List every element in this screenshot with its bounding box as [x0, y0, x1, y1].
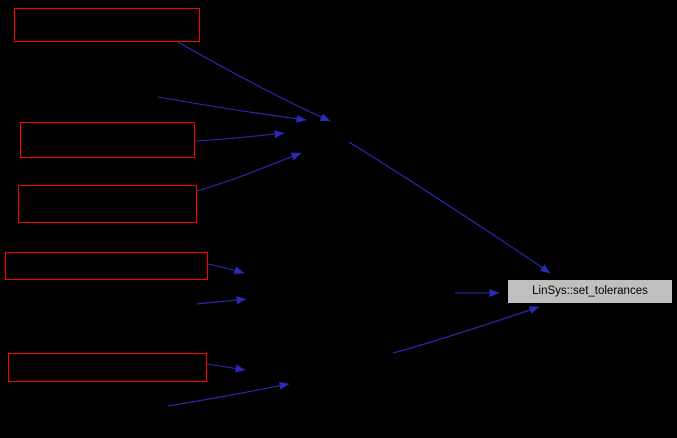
edge-bottom-to-hub3	[167, 381, 290, 407]
caller-node-5[interactable]	[8, 353, 207, 382]
edge-left-to-hub1	[157, 96, 307, 123]
caller-node-4[interactable]	[5, 252, 208, 280]
caller-node-1[interactable]	[14, 8, 200, 42]
caller-node-3[interactable]	[18, 185, 197, 223]
edge-caller4-to-hub2	[207, 263, 245, 275]
edges-group	[157, 41, 551, 407]
edge-hub1-to-target	[348, 141, 551, 274]
edge-caller5-to-hub3	[206, 363, 246, 373]
target-node: LinSys::set_tolerances	[508, 280, 672, 303]
edge-caller1-to-hub1	[177, 41, 331, 122]
edge-caller3-to-hub1	[196, 152, 302, 192]
caller-node-2[interactable]	[20, 122, 195, 158]
edge-hub3-to-target	[392, 306, 540, 354]
edge-caller2-to-hub1	[195, 130, 285, 142]
edge-lower-to-hub2	[196, 296, 247, 305]
